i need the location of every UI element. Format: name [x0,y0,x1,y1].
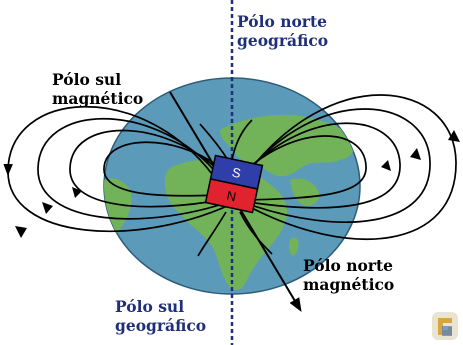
label-magnetic-south: Pólo sul magnético [52,70,143,108]
arrow-left-2 [42,202,53,214]
mag-north-line-2: magnético [303,275,395,294]
arrow-right-3 [381,160,391,171]
arrow-left-1 [15,226,27,238]
label-magnetic-north: Pólo norte magnético [303,256,394,294]
land-madagascar [288,237,299,256]
field-line-inner-2 [231,119,253,161]
mag-south-line-2: magnético [52,89,144,108]
mag-south-line-1: Pólo sul [52,70,122,89]
field-line-right-2 [243,108,431,224]
geo-south-line-2: geográfico [115,316,207,335]
geo-north-line-1: Pólo norte [237,12,327,31]
land-eurasia [220,114,356,177]
geo-north-line-2: geográfico [237,31,329,50]
field-line-inner-1 [199,123,229,161]
mag-north-line-1: Pólo norte [303,256,393,275]
field-line-left-4 [103,141,241,197]
field-line-left-3 [69,129,241,208]
field-line-right-3 [243,122,401,209]
field-line-left-2 [37,118,241,220]
field-line-right-4 [243,135,367,201]
arrow-right-2 [410,148,421,160]
field-arrows [15,130,460,238]
geo-south-line-1: Pólo sul [115,297,185,316]
label-geographic-south: Pólo sul geográfico [115,297,206,335]
arrow-left-3 [72,187,82,198]
land-arabia [290,178,320,206]
magnet-north-pole [204,178,259,214]
magnet-south-letter: S [231,165,243,182]
g-logo-icon [432,312,458,340]
magnet-north-letter: N [225,188,237,205]
field-line-left-1 [3,105,241,232]
arrow-right-1 [448,130,460,142]
bar-magnet: S N [204,154,264,214]
label-geographic-north: Pólo norte geográfico [237,12,328,50]
field-line-right-1 [243,94,457,240]
field-line-inner-3 [197,211,227,257]
